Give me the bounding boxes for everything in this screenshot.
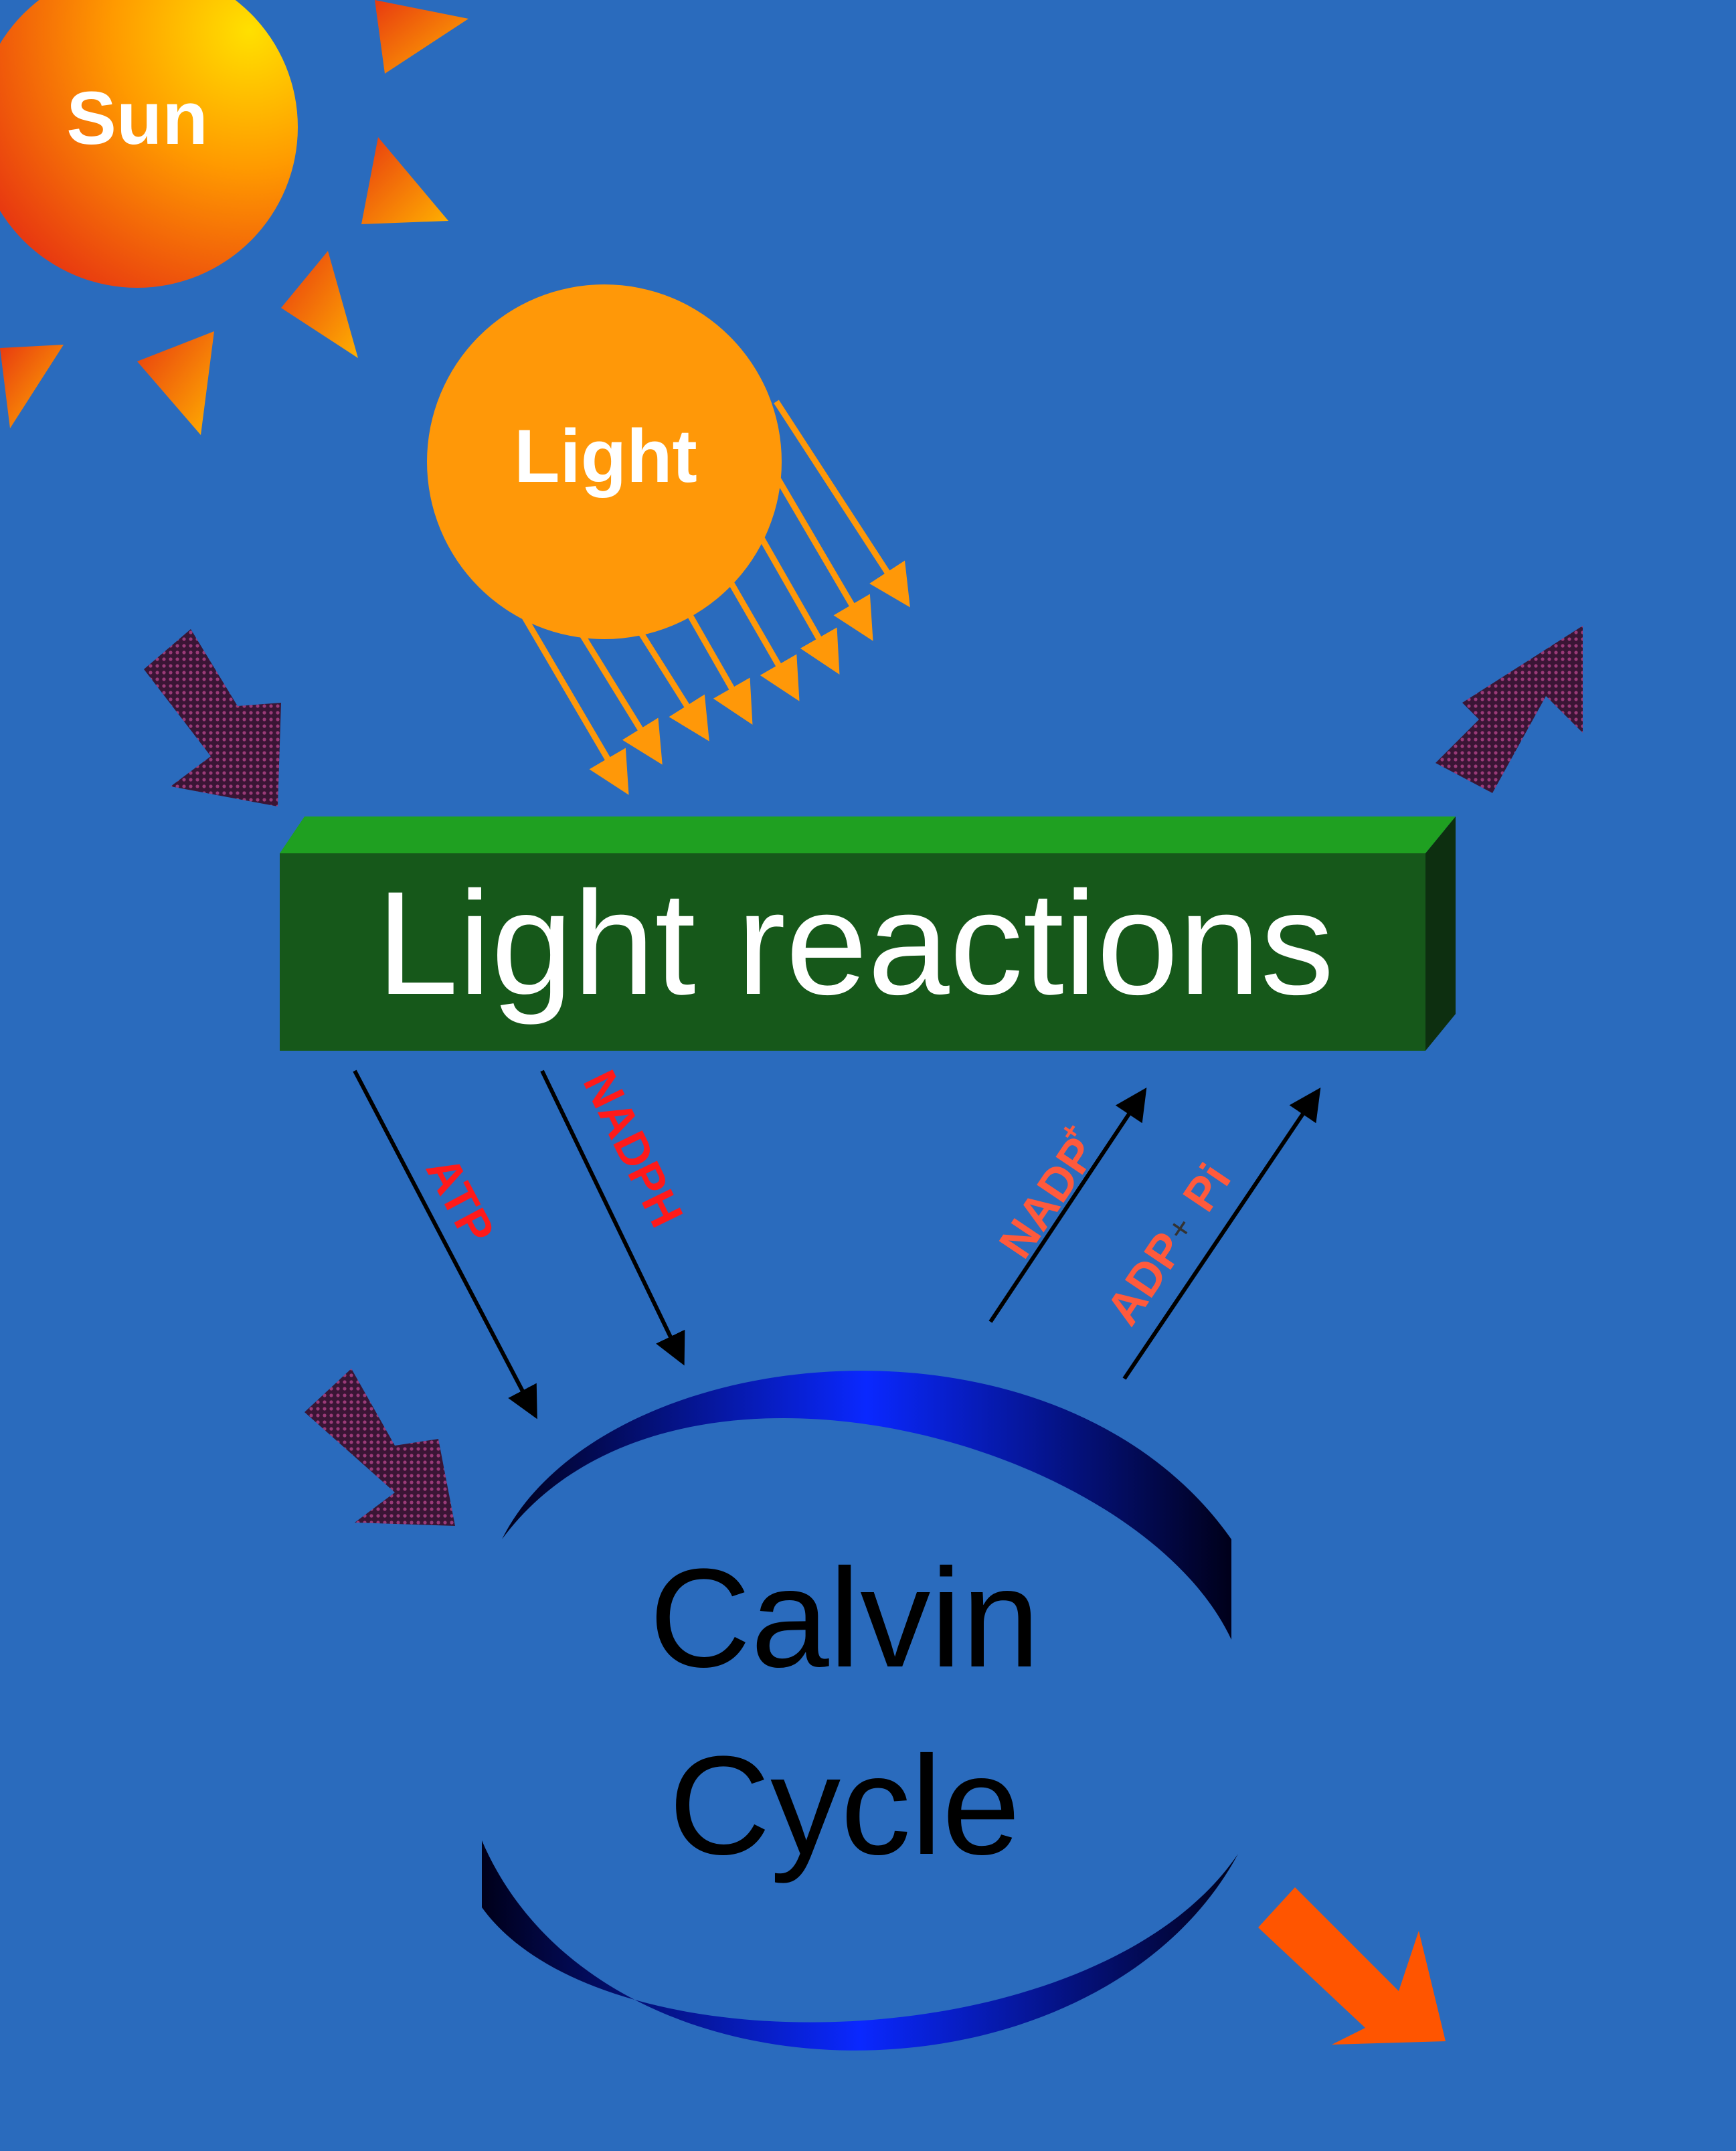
sun-ray	[375, 0, 468, 74]
adp-pi-arrow	[1122, 1088, 1321, 1380]
flow-arrows	[353, 1069, 1321, 1419]
incoming-arrow-icon	[144, 629, 281, 806]
nadph-label: NADPH	[574, 1062, 693, 1235]
nadp-label-group: NADP +	[989, 1117, 1107, 1267]
cycle-label: Cycle	[669, 1727, 1020, 1884]
sun-ray	[361, 137, 448, 224]
atp-label: ATP	[416, 1148, 505, 1252]
sun-ray	[281, 251, 358, 358]
light-beam: Light	[427, 284, 910, 795]
bar-side-face	[1425, 816, 1456, 1051]
bar-front-face	[280, 853, 1425, 1051]
calvin-label: Calvin	[649, 1539, 1040, 1697]
calvin-cycle: Calvin Cycle	[482, 1371, 1238, 2051]
sun-ray	[137, 331, 214, 435]
nadp-label: NADP	[989, 1128, 1107, 1267]
nadph-arrow	[540, 1069, 685, 1366]
incoming-arrow-icon	[305, 1369, 455, 1526]
calvin-arc-top	[502, 1371, 1231, 1640]
sun-label: Sun	[66, 76, 208, 160]
sun-disc	[0, 0, 298, 288]
light-reactions-label: Light reactions	[377, 861, 1334, 1025]
light-ray-arrow	[509, 594, 629, 795]
output-arrow-icon	[1258, 1887, 1446, 2045]
atp-arrow	[353, 1069, 537, 1419]
pi-label: Pi	[1173, 1154, 1241, 1220]
calvin-arc-bottom	[482, 1840, 1238, 2051]
light-label: Light	[514, 414, 697, 498]
energy-arrows	[144, 626, 1583, 1526]
light-ray-arrow	[774, 400, 910, 608]
light-reactions-block: Light reactions	[280, 816, 1456, 1051]
outgoing-arrow-icon	[1436, 626, 1583, 793]
light-ball	[427, 284, 782, 639]
adp-pi-label-group: ADP + Pi	[1096, 1154, 1241, 1334]
sun: Sun	[0, 0, 468, 435]
bar-top-face	[280, 816, 1456, 853]
sun-rays	[0, 0, 468, 435]
sun-ray	[0, 345, 64, 428]
nadp-arrow	[988, 1088, 1147, 1323]
